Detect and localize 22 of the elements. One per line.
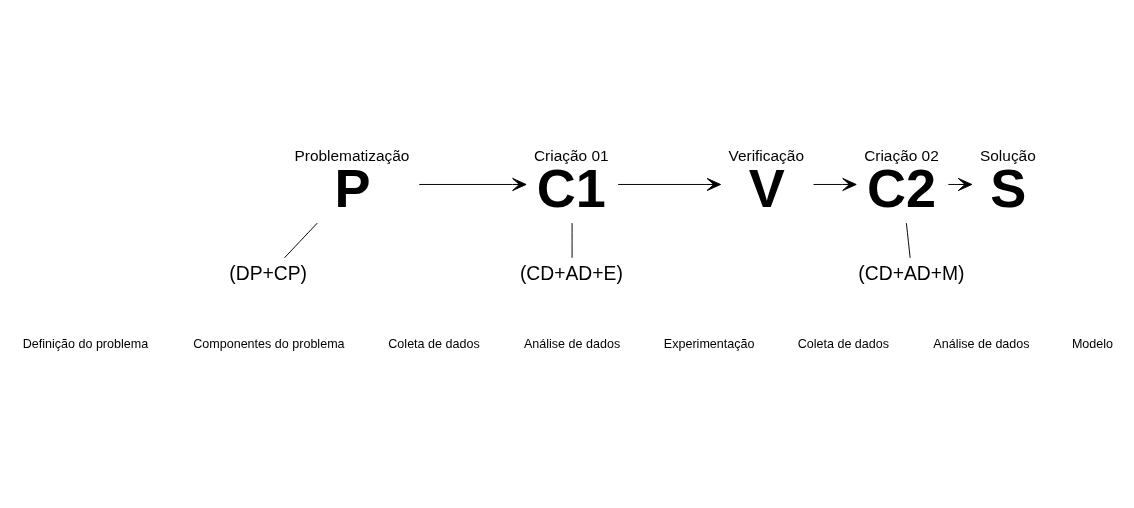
label: Coleta de dados	[388, 337, 480, 352]
label: Definição do problema	[22, 337, 149, 352]
label: Modelo	[1071, 337, 1114, 352]
node-text: Criação 01 C1	[533, 147, 609, 219]
label: Experimentação	[663, 337, 755, 352]
arrow	[418, 177, 527, 192]
connector	[905, 222, 911, 259]
arrow	[617, 177, 722, 192]
arrow	[947, 177, 973, 192]
label: Análise de dados	[933, 337, 1030, 352]
arrow	[813, 177, 857, 192]
node-text: (CD+AD+M)	[858, 263, 965, 285]
node-text: (DP+CP)	[229, 263, 308, 285]
label: Componentes do problema	[193, 337, 345, 352]
node-text: Solução S	[980, 147, 1036, 219]
connector	[284, 222, 318, 259]
node-text: Problematização P	[294, 147, 410, 219]
node-text: Criação 02 C2	[864, 147, 939, 219]
label: Análise de dados	[523, 337, 621, 352]
node-text: Verificação V	[728, 147, 804, 219]
node-text: (CD+AD+E)	[519, 263, 623, 285]
label: Coleta de dados	[797, 337, 890, 352]
